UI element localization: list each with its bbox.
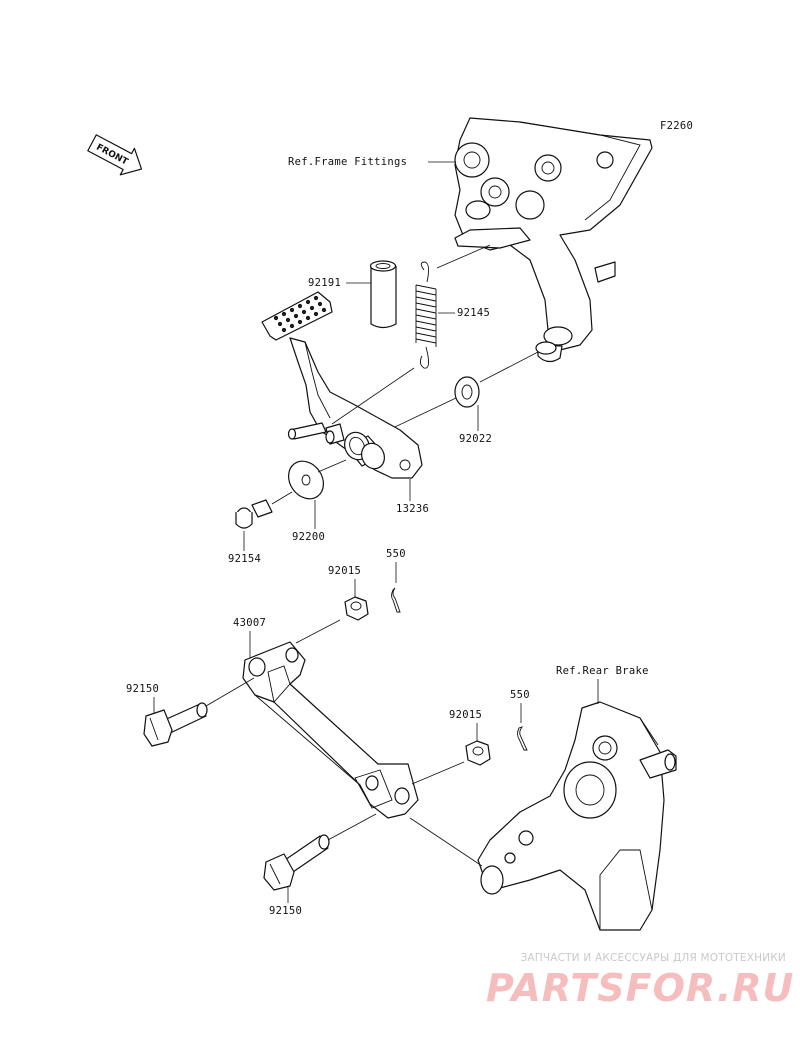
spring-92145 <box>415 261 437 369</box>
frame-fittings-bracket <box>454 117 653 363</box>
part-92191-label: 92191 <box>308 277 341 289</box>
watermark-tagline: ЗАПЧАСТИ И АКСЕССУАРЫ ДЛЯ МОТОТЕХНИКИ <box>520 952 786 964</box>
part-92200-label: 92200 <box>292 531 325 543</box>
nut-92015-lower <box>465 740 491 766</box>
part-43007-label: 43007 <box>233 617 266 629</box>
part-92154-label: 92154 <box>228 553 261 565</box>
nut-to-rod-lower-leader <box>411 761 465 785</box>
washer-92200 <box>287 460 325 500</box>
washer-to-pivot-leader <box>479 351 539 383</box>
brake-rod-43007 <box>242 641 419 819</box>
spring-hook-leader <box>331 367 415 425</box>
rear-brake-lever <box>477 701 677 931</box>
bolt-92150-upper <box>143 702 208 747</box>
part-92145-label: 92145 <box>457 307 490 319</box>
part-92015b-label: 92015 <box>449 709 482 721</box>
cotter-pin-550-lower <box>517 726 528 751</box>
brake-pedal <box>261 291 423 479</box>
part-92150a-label: 92150 <box>126 683 159 695</box>
part-550a-label: 550 <box>386 548 406 560</box>
part-92022-label: 92022 <box>459 433 492 445</box>
bolt-92150-lower <box>263 834 330 891</box>
part-92150b-label: 92150 <box>269 905 302 917</box>
nut-92015-upper <box>344 596 369 621</box>
part-550b-label: 550 <box>510 689 530 701</box>
front-arrow-icon: FRONT <box>87 134 143 176</box>
part-13236-label: 13236 <box>396 503 429 515</box>
diagram-code: F2260 <box>660 120 693 132</box>
washer-92022 <box>454 376 480 408</box>
pedal-pad-grid <box>273 295 327 333</box>
collar-92191 <box>369 260 397 329</box>
bushing-13236 <box>344 431 385 470</box>
nut-to-rod-leader <box>295 619 341 644</box>
part-92015a-label: 92015 <box>328 565 361 577</box>
bolt-to-rod-lower-leader <box>327 813 377 841</box>
spring-to-frame-leader <box>436 244 491 269</box>
watermark-logo: PARTSFOR.RU <box>486 966 795 1010</box>
rod-to-lever-leader <box>409 817 483 867</box>
washer-to-bushing-leader <box>317 459 347 473</box>
ref-rear-brake-label: Ref.Rear Brake <box>556 665 649 677</box>
ref-frame-fittings-label: Ref.Frame Fittings <box>288 156 407 168</box>
bolt-92154 <box>235 499 273 529</box>
bolt-to-rod-leader <box>205 677 255 707</box>
cotter-pin-550-upper <box>391 587 401 613</box>
bolt-to-washer-leader <box>271 491 293 505</box>
